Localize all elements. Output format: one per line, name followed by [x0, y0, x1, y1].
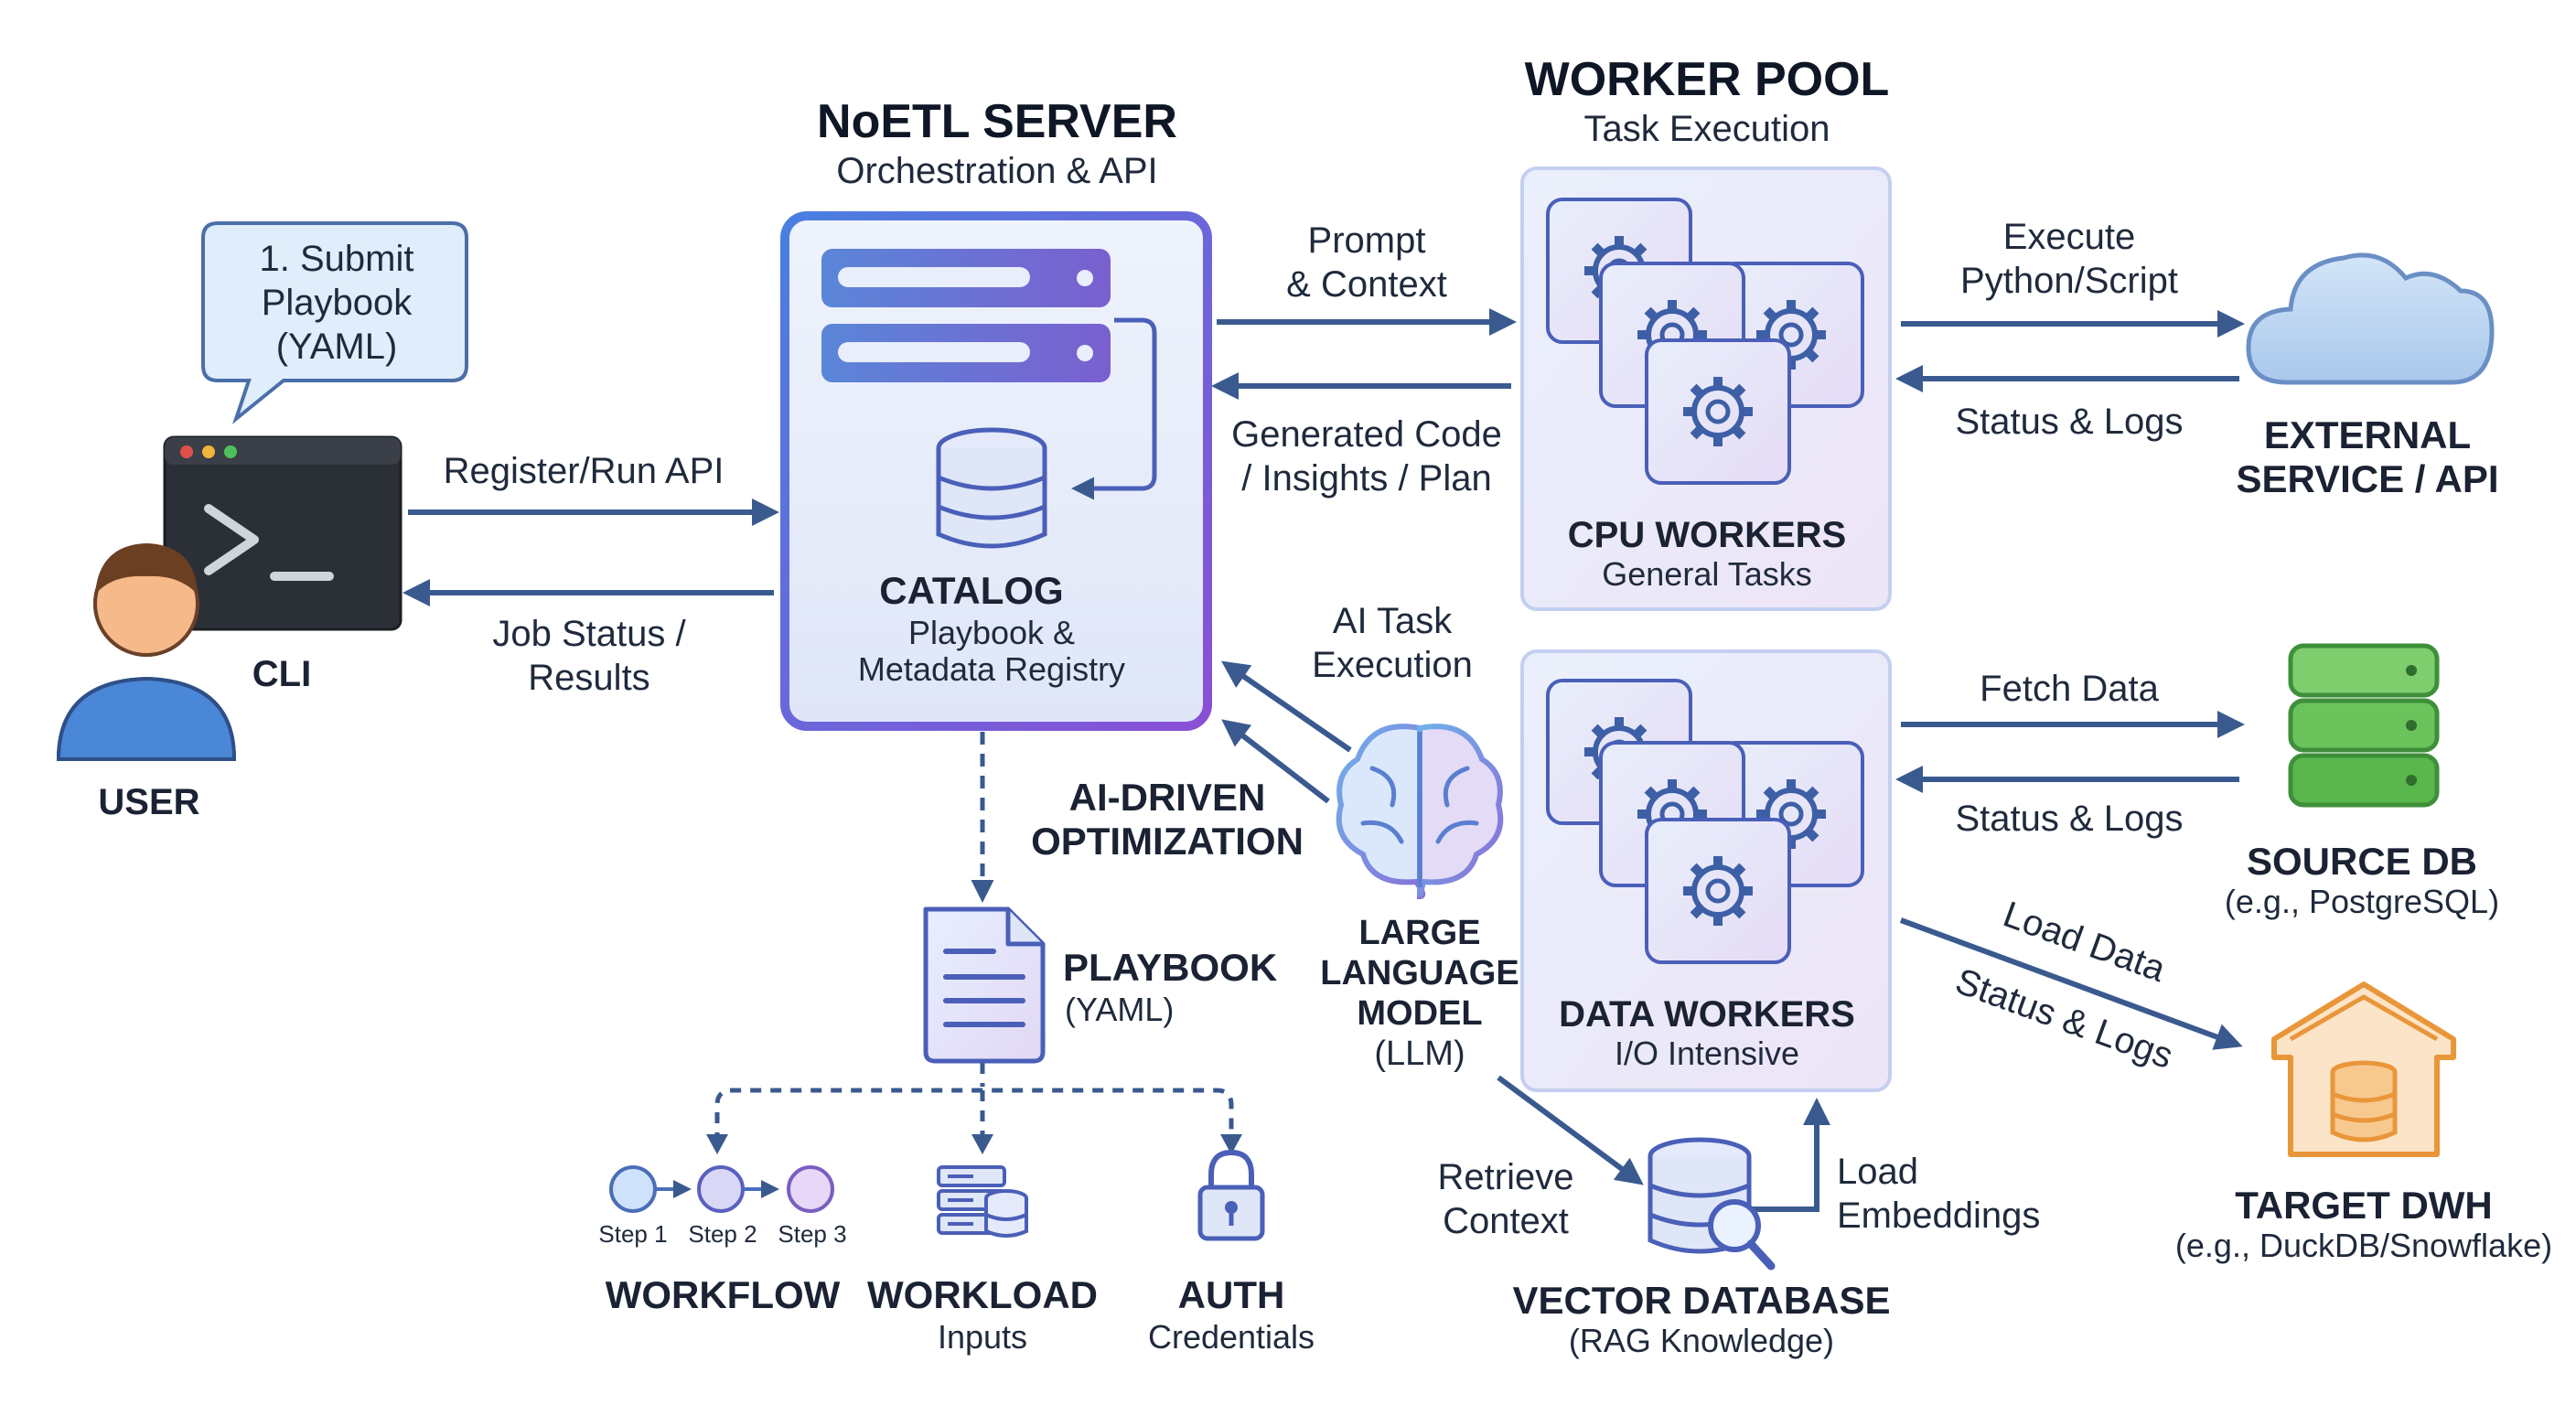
llm-line1: LARGE	[1359, 914, 1481, 952]
cpu-workers-title: CPU WORKERS	[1568, 515, 1846, 555]
playbook-title: PLAYBOOK	[1063, 946, 1277, 989]
load-embeddings-line1: Load	[1837, 1152, 1918, 1192]
source-db-icon	[2288, 643, 2440, 808]
external-service-line1: EXTERNAL	[2264, 413, 2471, 456]
retrieve-context-line1: Retrieve	[1438, 1157, 1574, 1197]
execute-python-line2: Python/Script	[1960, 261, 2178, 301]
branch-arrowhead-workflow	[706, 1134, 728, 1154]
warehouse-icon	[2271, 981, 2456, 1157]
data-workers-title: DATA WORKERS	[1559, 994, 1855, 1035]
source-db-title: SOURCE DB	[2247, 840, 2477, 883]
worker-pool-title: WORKER POOL	[1525, 53, 1890, 106]
branch-arrowhead-auth	[1220, 1134, 1242, 1154]
ai-task-line1: AI Task	[1333, 601, 1453, 641]
generated-code-line1: Generated Code	[1231, 414, 1502, 455]
ai-driven-line1: AI-DRIVEN	[1069, 776, 1266, 819]
catalog-database-icon	[936, 427, 1047, 549]
source-db-subtitle: (e.g., PostgreSQL)	[2225, 883, 2499, 920]
llm-line4: (LLM)	[1374, 1035, 1465, 1073]
user-label: USER	[98, 782, 199, 822]
fetch-data-label: Fetch Data	[1980, 669, 2159, 709]
prompt-context-line2: & Context	[1286, 264, 1447, 305]
cpu-workers-subtitle: General Tasks	[1602, 555, 1811, 593]
branch-arrowhead-workload	[971, 1134, 993, 1154]
load-data-arrow	[1899, 917, 2243, 1050]
playbook-subtitle: (YAML)	[1065, 991, 1174, 1028]
ai-task-line2: Execution	[1312, 645, 1473, 685]
brain-icon	[1336, 724, 1504, 900]
submit-bubble-line3: (YAML)	[276, 327, 398, 367]
workload-subtitle: Inputs	[938, 1318, 1027, 1356]
workload-server-icon	[937, 1165, 1028, 1238]
job-status-line2: Results	[528, 658, 649, 698]
load-embeddings-arrow	[1749, 1098, 1830, 1212]
submit-bubble-line2: Playbook	[262, 283, 413, 323]
cloud-icon	[2246, 252, 2495, 385]
workload-title: WORKLOAD	[867, 1273, 1098, 1316]
user-avatar-front-icon	[56, 543, 237, 761]
llm-line2: LANGUAGE	[1320, 954, 1519, 992]
register-run-label: Register/Run API	[444, 451, 724, 491]
auth-title: AUTH	[1178, 1273, 1285, 1316]
external-service-line2: SERVICE / API	[2236, 457, 2498, 500]
server-subtitle: Orchestration & API	[836, 151, 1157, 191]
vector-db-subtitle: (RAG Knowledge)	[1569, 1322, 1834, 1359]
job-status-line1: Job Status /	[492, 614, 686, 654]
ai-task-arrow	[1221, 660, 1352, 753]
status-logs-2-label: Status & Logs	[1955, 799, 2183, 839]
vector-db-search-icon	[1648, 1137, 1776, 1271]
target-dwh-title: TARGET DWH	[2235, 1184, 2493, 1227]
workflow-steps-icon	[609, 1165, 834, 1213]
vector-db-title: VECTOR DATABASE	[1512, 1279, 1890, 1322]
playbook-branch-connector	[714, 1063, 1234, 1143]
target-dwh-subtitle: (e.g., DuckDB/Snowflake)	[2175, 1227, 2552, 1264]
ai-driven-line2: OPTIMIZATION	[1031, 820, 1304, 863]
workflow-step2: Step 2	[688, 1220, 757, 1248]
data-workers-subtitle: I/O Intensive	[1615, 1035, 1799, 1072]
submit-bubble-line1: 1. Submit	[260, 239, 414, 279]
cli-label: CLI	[252, 654, 311, 694]
catalog-title: CATALOG	[879, 569, 1063, 612]
lock-icon	[1197, 1149, 1265, 1241]
auth-subtitle: Credentials	[1148, 1318, 1315, 1356]
submit-playbook-bubble	[201, 221, 468, 424]
retrieve-context-line2: Context	[1443, 1201, 1569, 1241]
load-data-label: Load Data	[1998, 895, 2171, 991]
generated-code-line2: / Insights / Plan	[1241, 458, 1491, 499]
catalog-line1: Playbook &	[908, 614, 1075, 651]
execute-python-line1: Execute	[2003, 217, 2136, 257]
catalog-line2: Metadata Registry	[858, 650, 1125, 688]
status-logs-1-label: Status & Logs	[1955, 402, 2183, 442]
worker-pool-subtitle: Task Execution	[1583, 109, 1830, 149]
workflow-step1: Step 1	[598, 1220, 667, 1248]
llm-line3: MODEL	[1357, 994, 1482, 1033]
data-workers-panel	[1520, 649, 1892, 1092]
load-embeddings-line2: Embeddings	[1837, 1196, 2040, 1236]
cpu-workers-panel	[1520, 166, 1892, 611]
workflow-step3: Step 3	[778, 1220, 846, 1248]
server-title: NoETL SERVER	[817, 95, 1177, 148]
cli-terminal-icon	[163, 435, 402, 631]
workflow-title: WORKFLOW	[606, 1273, 841, 1316]
retrieve-context-arrow	[1497, 1075, 1644, 1185]
prompt-context-line1: Prompt	[1308, 220, 1426, 261]
ai-optimization-arrow	[1221, 719, 1330, 804]
playbook-document-icon	[923, 906, 1046, 1064]
